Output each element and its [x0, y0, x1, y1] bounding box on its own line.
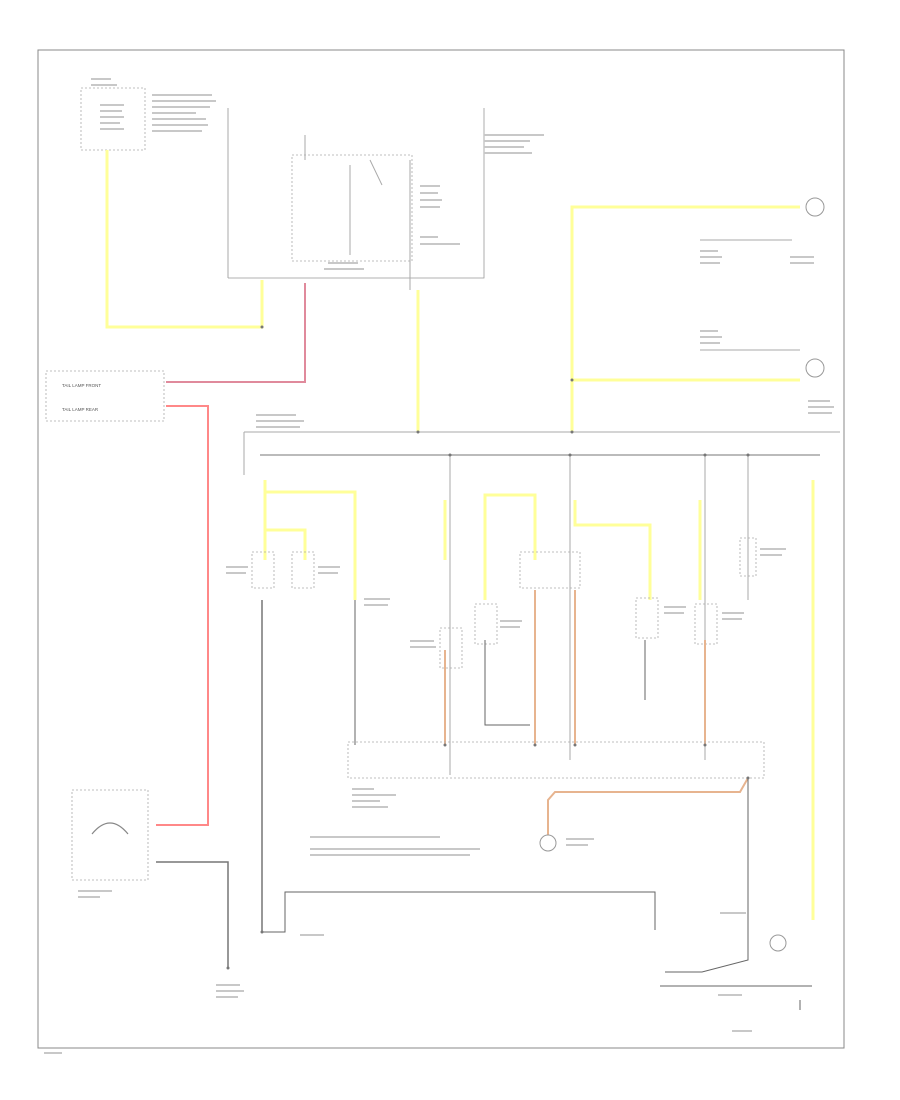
wire-yellow-fuse-to-cabin — [105, 150, 264, 329]
wire-red-tail-rear — [156, 405, 209, 826]
wire-ground-loop — [262, 891, 656, 933]
right-lamp-labels — [700, 250, 834, 414]
headlight-switch-contact — [91, 822, 129, 835]
label-tail-lamp-front: TAIL LAMP FRONT — [62, 383, 101, 388]
junction-block-labels — [256, 414, 304, 428]
switch-module-1 — [251, 551, 275, 589]
lamp-module-5 — [739, 537, 757, 577]
module-labels — [226, 548, 786, 648]
lighting-switch-box — [291, 154, 413, 262]
lamp-module-2 — [474, 603, 498, 645]
lighting-switch-text — [324, 185, 460, 270]
switch-module-2 — [291, 551, 315, 589]
lower-connector-block — [347, 741, 765, 779]
lamp-module-4 — [694, 603, 718, 645]
cabin-box-outline — [228, 108, 485, 279]
fuse-box-top-left-description — [152, 94, 216, 132]
switch-contact — [369, 159, 383, 186]
wire-pink-tail-front — [166, 283, 306, 383]
page-stamp — [44, 1052, 62, 1054]
wire-yellow-right-lamps — [570, 205, 800, 432]
switch-module-3 — [519, 551, 581, 589]
tail-lamp-connector-box — [45, 370, 165, 422]
wire-yellow-branch-a — [263, 480, 357, 600]
passenger-fuse-box-label — [484, 134, 544, 154]
lamp-module-3 — [635, 597, 659, 639]
sensor-circle — [539, 834, 557, 852]
lamp-top-right — [805, 197, 825, 217]
diagram-border — [37, 49, 845, 1049]
wire-yellow-branch-c — [265, 528, 307, 560]
lamp-bottom-right — [769, 934, 787, 952]
wire-orange-to-sensor — [547, 777, 749, 840]
lower-block-labels — [310, 788, 594, 856]
fuse-box-top-left — [80, 87, 146, 151]
wire-gray-switch-ground — [156, 861, 229, 968]
wire-yellow-branch-e — [483, 493, 537, 600]
wire-module-2-down — [484, 640, 530, 726]
wire-yellow-branch-f — [573, 500, 652, 600]
lamp-module-1 — [439, 627, 463, 669]
wire-control-module-feed — [665, 778, 749, 973]
connection-nodes — [226, 325, 750, 970]
fuse-box-top-left-text — [91, 78, 124, 130]
control-module-labels — [718, 912, 752, 1032]
lamp-mid-right — [805, 358, 825, 378]
headlight-switch-box — [71, 789, 149, 881]
bottom-left-labels — [78, 890, 324, 998]
label-tail-lamp-rear: TAIL LAMP REAR — [62, 407, 99, 412]
